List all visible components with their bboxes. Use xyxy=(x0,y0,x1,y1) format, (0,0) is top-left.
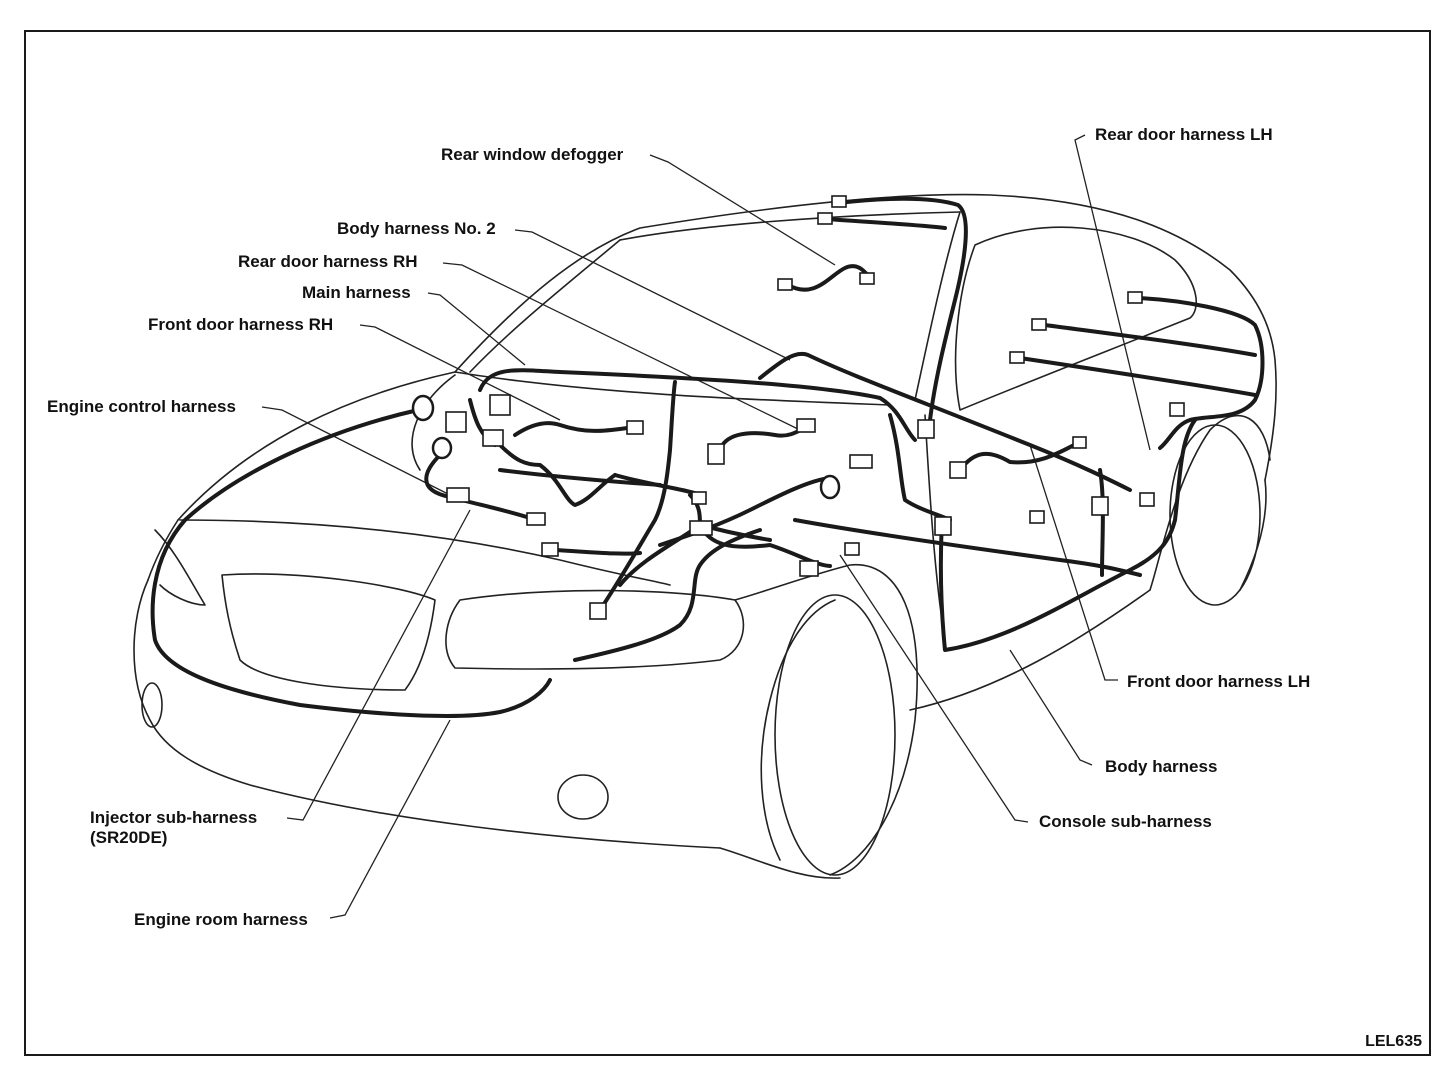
label-injector-sub-harness: Injector sub-harness (SR20DE) xyxy=(90,808,257,848)
label-console-sub-harness: Console sub-harness xyxy=(1039,812,1212,831)
label-front-door-harness-rh: Front door harness RH xyxy=(148,315,334,334)
grommets xyxy=(411,394,841,500)
figure-code: LEL635 xyxy=(1365,1033,1422,1050)
label-engine-room-harness: Engine room harness xyxy=(134,910,308,929)
label-front-door-harness-lh: Front door harness LH xyxy=(1127,672,1311,691)
diagram-frame xyxy=(24,30,1431,1056)
label-body-harness: Body harness xyxy=(1105,757,1218,776)
label-engine-control-harness: Engine control harness xyxy=(47,397,236,416)
label-injector-sub-harness-name: Injector sub-harness xyxy=(90,808,258,827)
label-injector-sub-harness-note: (SR20DE) xyxy=(90,828,168,847)
car-body-outline xyxy=(133,193,1277,879)
label-rear-window-defogger: Rear window defogger xyxy=(441,145,624,164)
label-main-harness: Main harness xyxy=(302,283,411,302)
label-rear-door-harness-rh: Rear door harness RH xyxy=(238,252,418,271)
label-rear-door-harness-lh: Rear door harness LH xyxy=(1095,125,1273,144)
label-body-harness-no2: Body harness No. 2 xyxy=(337,219,496,238)
leader-lines xyxy=(261,134,1151,919)
connectors xyxy=(445,195,1185,620)
